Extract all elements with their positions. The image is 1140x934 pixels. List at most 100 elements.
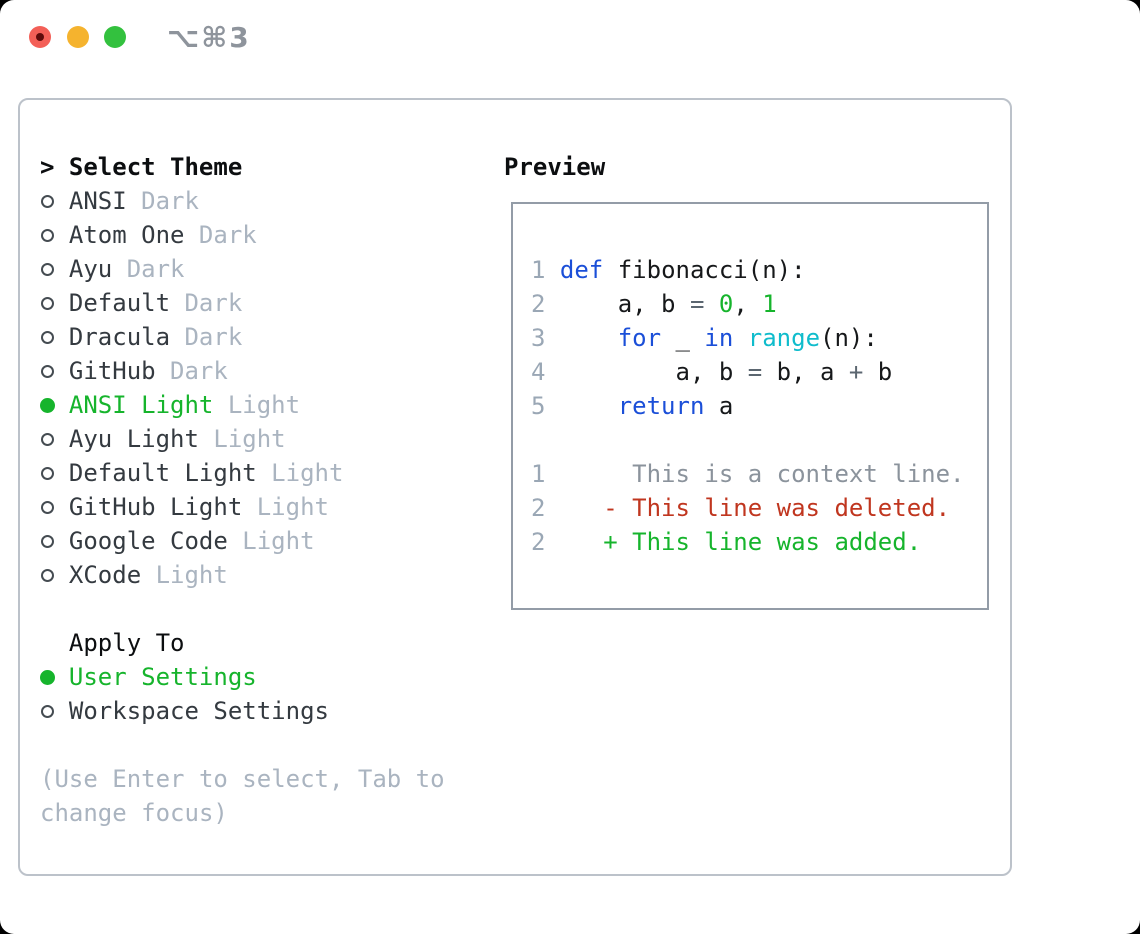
radio-marker [40,568,69,582]
apply-to-title: Apply To [68,629,185,657]
preview-code-line: 1 def fibonacci(n): [531,253,987,287]
theme-option[interactable]: Atom One Dark [40,218,490,252]
code-segment [704,290,718,318]
theme-option[interactable]: GitHub Light Light [40,490,490,524]
radio-icon [41,228,54,242]
theme-variant-tag: Dark [184,323,243,351]
theme-option[interactable]: Ayu Dark [40,252,490,286]
code-segment: def [559,256,604,284]
theme-variant-tag: Dark [126,255,185,283]
theme-option[interactable]: Default Dark [40,286,490,320]
theme-variant-tag: Light [227,391,301,419]
theme-option[interactable]: ANSI Light Light [40,388,490,422]
code-segment: = [689,290,705,318]
theme-option[interactable]: Google Code Light [40,524,490,558]
preview-code-line [531,423,987,457]
radio-icon [40,669,55,685]
radio-icon [41,466,54,480]
radio-marker [40,704,69,718]
code-segment: 1 [762,290,777,318]
theme-variant-tag: Light [242,527,315,555]
code-segment: a, b [559,358,748,386]
code-segment: for [617,324,662,352]
radio-icon [41,296,54,310]
preview-code-line: 5 return a [531,389,987,423]
radio-marker [40,364,69,378]
radio-icon [41,704,54,718]
theme-variant-tag: Dark [170,357,228,385]
apply-to-label: User Settings [68,663,257,691]
code-segment: + This line was added. [559,528,922,556]
theme-option[interactable]: Ayu Light Light [40,422,490,456]
theme-selector-panel: > Select Theme ANSI Dark Atom One Dark A… [18,98,1012,876]
code-segment: 0 [718,290,734,318]
apply-to-option[interactable]: Workspace Settings [40,694,490,728]
theme-option[interactable]: ANSI Dark [40,184,490,218]
apply-to-list: User Settings Workspace Settings [40,660,490,728]
code-segment: fibonacci(n): [603,256,806,284]
select-theme-header: > Select Theme [40,150,490,184]
theme-variant-tag: Light [155,561,228,589]
code-segment: return [617,392,705,420]
theme-variant-tag: Light [213,425,286,453]
preview-code-line: 1 This is a context line. [531,457,987,491]
theme-variant-tag: Light [271,459,344,487]
radio-icon [41,432,54,446]
theme-name: ANSI Light [68,391,214,419]
theme-option[interactable]: Default Light Light [40,456,490,490]
radio-icon [41,194,54,208]
theme-name: Dracula [68,323,171,351]
code-segment: a [704,392,734,420]
radio-marker [40,397,69,413]
radio-marker [40,669,69,685]
theme-variant-tag: Dark [184,289,243,317]
window-shortcut-label: ⌥⌘3 [167,21,251,54]
close-button[interactable] [29,26,51,48]
hint-line-2: change focus) [40,799,228,827]
code-segment: b, a [762,358,849,386]
apply-to-header: Apply To [40,626,490,660]
preview-code-line: 2 + This line was added. [531,525,987,559]
line-number: 3 [531,324,560,352]
code-segment [560,324,618,352]
line-number: 1 [531,460,560,488]
cursor-icon: > [40,153,55,181]
radio-icon [41,534,54,548]
theme-variant-tag: Light [256,493,329,521]
theme-option[interactable]: GitHub Dark [40,354,490,388]
code-segment: + [848,358,864,386]
theme-variant-tag: Dark [198,221,257,249]
theme-option[interactable]: Dracula Dark [40,320,490,354]
apply-to-option[interactable]: User Settings [40,660,490,694]
radio-marker [40,330,69,344]
line-number: 1 [531,256,560,284]
theme-name: Ayu [68,255,113,283]
radio-icon [41,364,54,378]
theme-option[interactable]: XCode Light [40,558,490,592]
radio-marker [40,500,69,514]
minimize-button[interactable] [67,26,89,48]
code-segment: range [747,324,821,352]
line-number: 4 [531,358,560,386]
theme-name: GitHub Light [68,493,243,521]
line-number [531,426,560,454]
spacer [40,728,490,762]
theme-name: ANSI [68,187,127,215]
code-segment: a, b [559,290,690,318]
theme-name: Default [68,289,171,317]
code-segment: = [747,358,763,386]
radio-marker [40,194,69,208]
theme-name: Google Code [68,527,228,555]
theme-name: Atom One [68,221,185,249]
apply-to-label: Workspace Settings [68,697,329,725]
radio-icon [40,397,55,413]
zoom-button[interactable] [104,26,126,48]
code-segment [560,392,618,420]
hint-line-1: (Use Enter to select, Tab to [40,765,445,793]
preview-code-line: 4 a, b = b, a + b [531,355,987,389]
radio-marker [40,228,69,242]
theme-list: ANSI Dark Atom One Dark Ayu Dark Default… [40,184,490,592]
code-segment: b [863,358,893,386]
titlebar: ⌥⌘3 [0,0,1140,76]
